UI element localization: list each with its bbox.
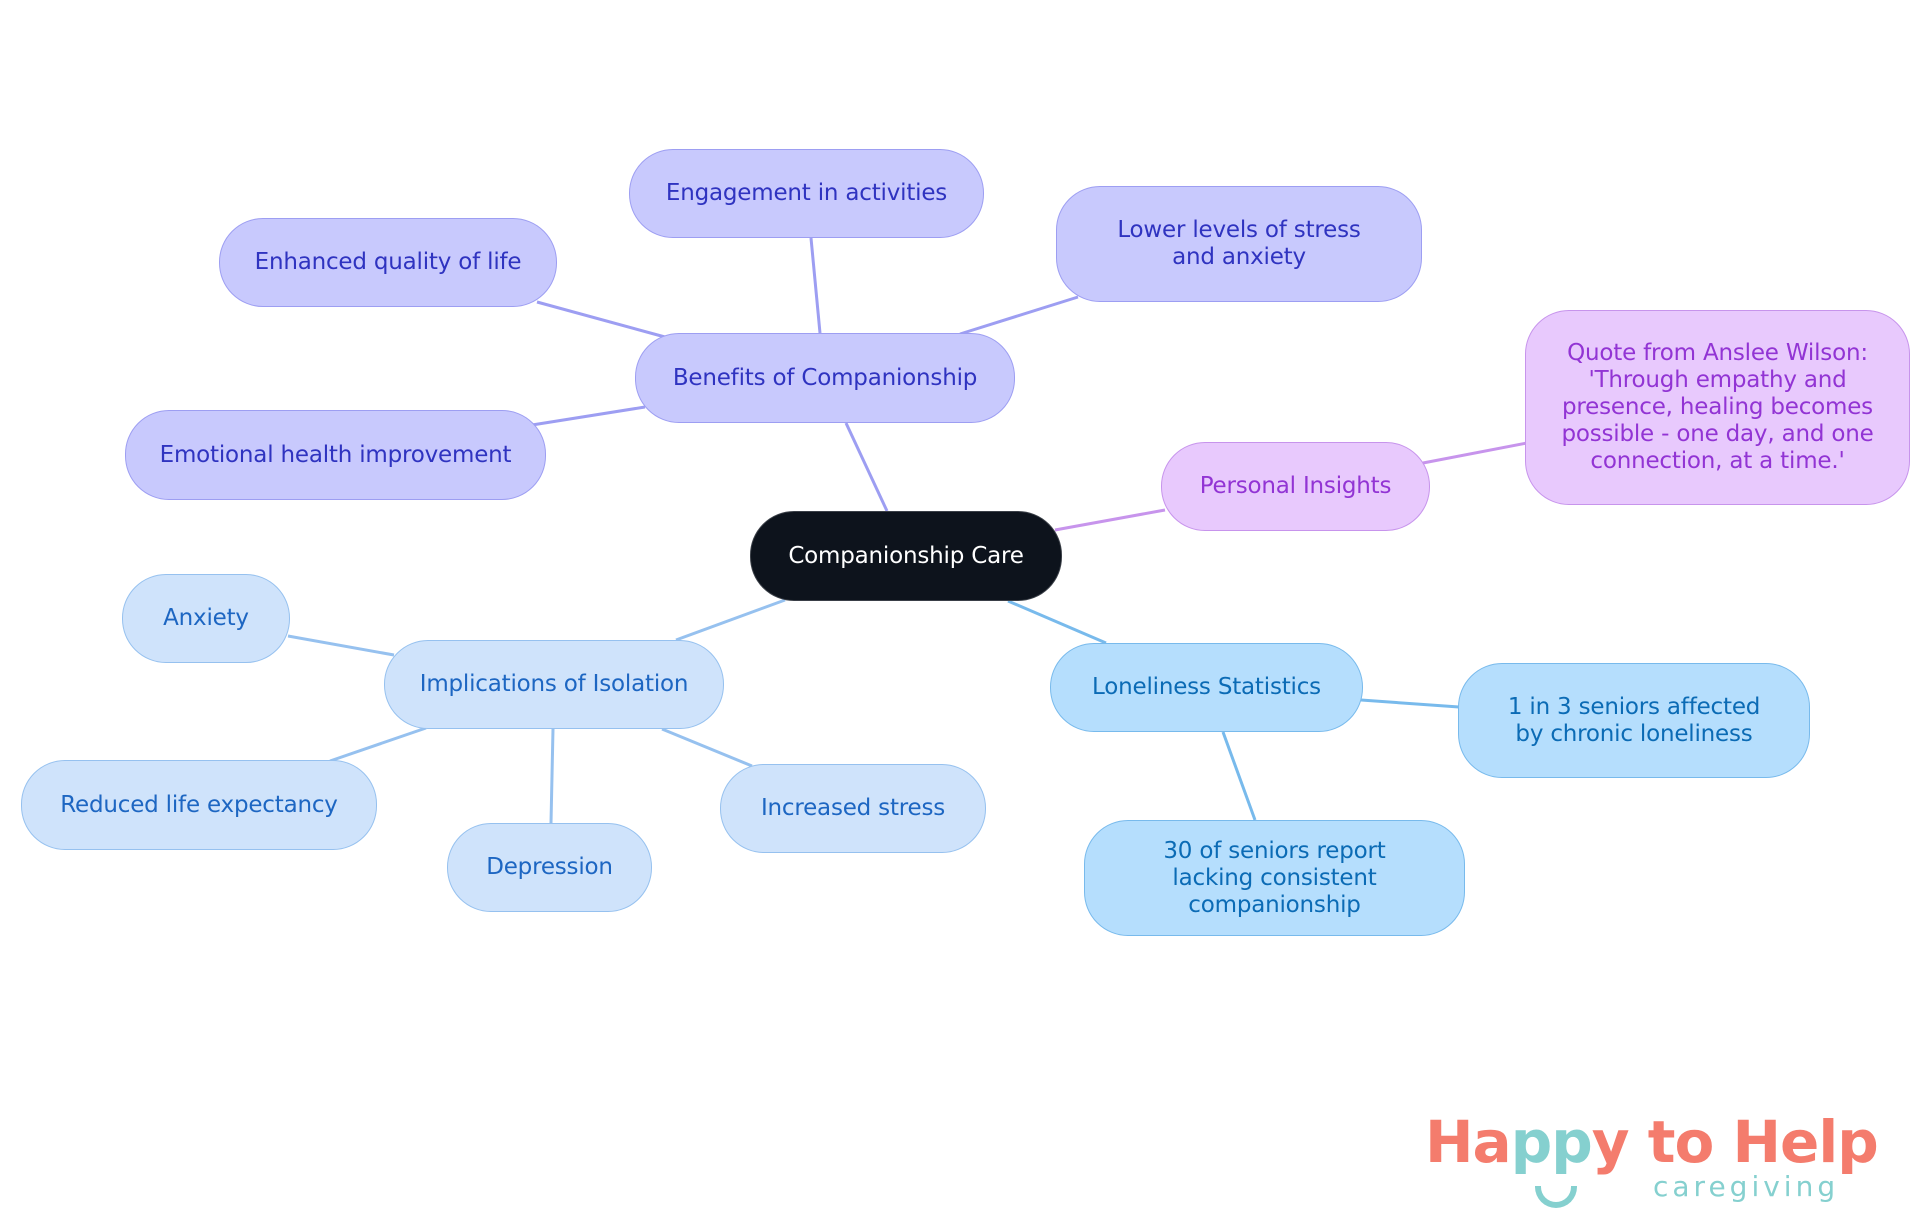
leaf-label: Engagement in activities: [665, 180, 948, 206]
logo-pp: pp: [1510, 1108, 1593, 1176]
leaf-label: Quote from Anslee Wilson: 'Through empat…: [1561, 340, 1874, 474]
leaf-label: Lower levels of stress and anxiety: [1117, 217, 1361, 270]
edge-benefits-engagement: [809, 237, 822, 334]
leaf-node-depression[interactable]: Depression: [447, 823, 652, 912]
leaf-node-increased-stress[interactable]: Increased stress: [720, 764, 986, 853]
logo-to-help: to Help: [1628, 1108, 1879, 1176]
branch-node-personal-insights[interactable]: Personal Insights: [1161, 442, 1430, 531]
leaf-node-thirty-percent[interactable]: 30 of seniors report lacking consistent …: [1084, 820, 1465, 936]
edge-isolation-increased: [661, 727, 753, 768]
edge-benefits-lower: [959, 295, 1079, 336]
leaf-label: Reduced life expectancy: [60, 791, 338, 818]
edge-isolation-anxiety: [287, 634, 395, 657]
leaf-node-one-in-three[interactable]: 1 in 3 seniors affected by chronic lonel…: [1458, 663, 1810, 778]
leaf-label: Depression: [486, 854, 613, 880]
edge-isolation-depression: [549, 728, 555, 824]
smile-icon: [1535, 1186, 1577, 1208]
branch-node-benefits[interactable]: Benefits of Companionship: [635, 333, 1015, 423]
edge-isolation-reduced: [329, 726, 427, 763]
brand-logo: Happy to Help caregiving: [1425, 1108, 1895, 1208]
edge-center-insights: [1054, 508, 1166, 532]
branch-label: Loneliness Statistics: [1092, 674, 1321, 700]
leaf-node-emotional-health[interactable]: Emotional health improvement: [125, 410, 546, 500]
center-node-label: Companionship Care: [788, 542, 1024, 569]
leaf-node-anxiety[interactable]: Anxiety: [122, 574, 290, 663]
branch-label: Implications of Isolation: [419, 671, 689, 697]
leaf-label: Emotional health improvement: [159, 441, 512, 468]
leaf-label: Anxiety: [163, 605, 249, 631]
edge-center-benefits: [844, 422, 889, 512]
leaf-label: Increased stress: [760, 795, 946, 821]
logo-ha: Ha: [1425, 1108, 1512, 1176]
branch-node-loneliness-statistics[interactable]: Loneliness Statistics: [1050, 643, 1363, 732]
leaf-node-reduced-life-expectancy[interactable]: Reduced life expectancy: [21, 760, 377, 850]
edge-benefits-emotional: [531, 405, 646, 427]
leaf-node-quote[interactable]: Quote from Anslee Wilson: 'Through empat…: [1525, 310, 1910, 505]
branch-node-implications-isolation[interactable]: Implications of Isolation: [384, 640, 724, 729]
leaf-label: Enhanced quality of life: [254, 249, 522, 275]
edge-stats-30pct: [1221, 731, 1257, 821]
logo-tagline: caregiving: [1653, 1170, 1840, 1203]
leaf-label: 1 in 3 seniors affected by chronic lonel…: [1507, 693, 1761, 747]
branch-label: Personal Insights: [1199, 473, 1392, 499]
leaf-node-lower-stress[interactable]: Lower levels of stress and anxiety: [1056, 186, 1422, 302]
center-node[interactable]: Companionship Care: [750, 511, 1062, 601]
edge-stats-1in3: [1360, 698, 1460, 709]
edge-center-stats: [1007, 599, 1107, 645]
leaf-node-enhanced-quality[interactable]: Enhanced quality of life: [219, 218, 557, 307]
edge-insights-quote: [1422, 441, 1528, 465]
leaf-node-engagement[interactable]: Engagement in activities: [629, 149, 984, 238]
branch-label: Benefits of Companionship: [672, 364, 978, 391]
logo-wordmark: Happy to Help: [1425, 1108, 1879, 1176]
edge-center-isolation: [675, 598, 786, 642]
leaf-label: 30 of seniors report lacking consistent …: [1163, 837, 1386, 918]
logo-y: y: [1591, 1108, 1630, 1176]
edge-benefits-enhanced: [536, 300, 666, 339]
